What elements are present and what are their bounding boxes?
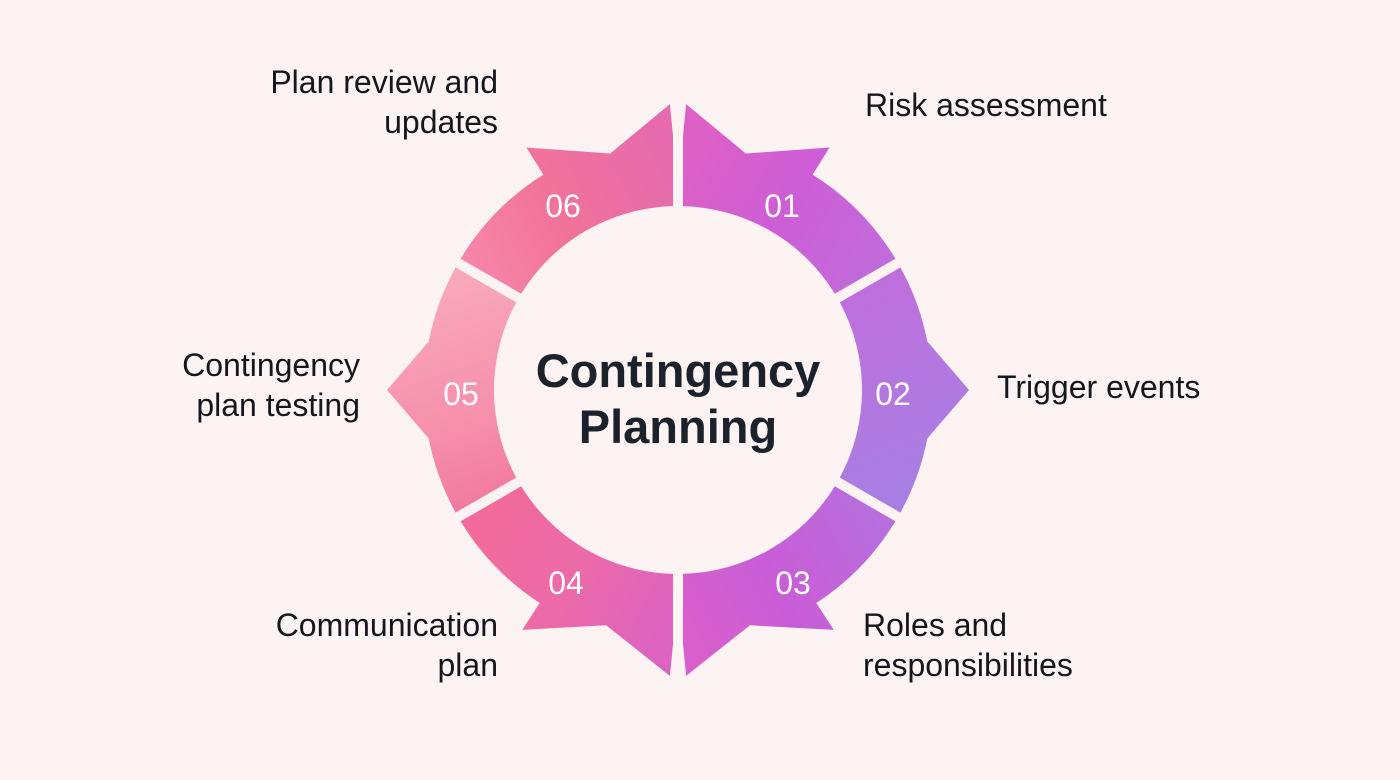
segment-04-label-line-1: Communication: [275, 607, 498, 643]
segment-06-label-line-2: updates: [384, 104, 498, 140]
segment-02-number: 02: [875, 376, 911, 412]
segment-04-shape: [460, 486, 673, 676]
segment-03-number: 03: [775, 565, 811, 601]
segment-05-label: Contingency plan testing: [182, 345, 360, 425]
segment-02-shape: [839, 267, 969, 513]
segment-03-label-line-2: responsibilities: [863, 647, 1073, 683]
segment-01-number: 01: [764, 188, 800, 224]
segment-02-label-line-1: Trigger events: [997, 369, 1201, 405]
center-title-line-1: Contingency: [536, 344, 821, 397]
segment-03-shape: [683, 486, 896, 676]
segment-01-label-line-1: Risk assessment: [865, 87, 1107, 123]
segment-04-number: 04: [548, 565, 584, 601]
segment-05-label-line-2: plan testing: [196, 387, 360, 423]
segment-05-shape: [387, 267, 517, 513]
segment-01-label: Risk assessment: [865, 85, 1107, 125]
segment-02-label: Trigger events: [997, 367, 1200, 407]
segment-03-label-line-1: Roles and: [863, 607, 1008, 643]
segment-06-shape: [460, 104, 673, 294]
cycle-ring: [387, 104, 969, 676]
segment-06-label-line-1: Plan review and: [270, 64, 498, 100]
segment-03-label: Roles and responsibilities: [863, 605, 1073, 685]
segment-04-label-line-2: plan: [437, 647, 499, 683]
segment-05-number: 05: [443, 376, 479, 412]
center-title-line-2: Planning: [579, 400, 777, 453]
segment-06-label: Plan review and updates: [270, 62, 498, 142]
segment-01-shape: [683, 104, 896, 294]
segment-06-number: 06: [545, 188, 581, 224]
segment-04-label: Communication plan: [276, 605, 498, 685]
segment-05-label-line-1: Contingency: [182, 347, 360, 383]
